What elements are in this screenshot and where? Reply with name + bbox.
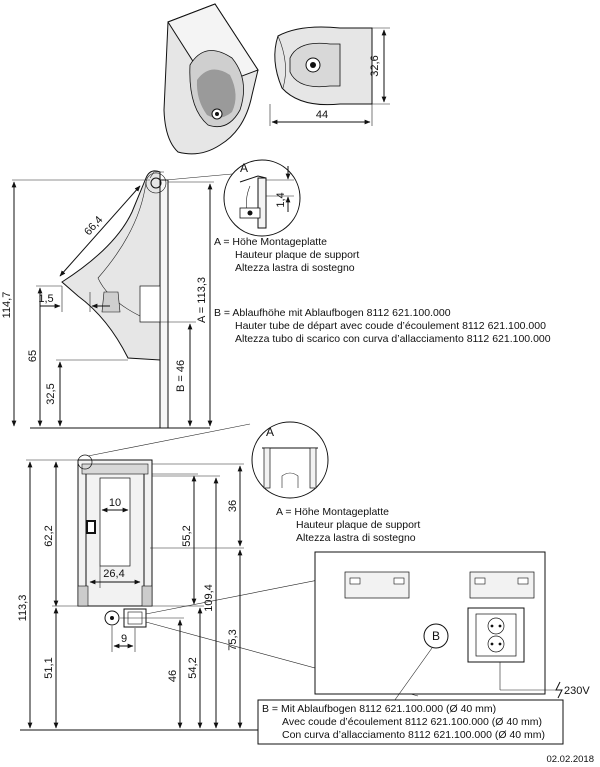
note-b-front-line-3: Con curva d’allacciamento 8112 621.100.0… xyxy=(282,729,545,741)
voltage-label: 230V xyxy=(564,685,590,697)
front-dim-622: 62,2 xyxy=(43,525,55,546)
side-detail-dim-label: 1,4 xyxy=(275,192,287,207)
front-dim-552: 55,2 xyxy=(181,525,193,546)
front-dim-10: 10 xyxy=(109,497,121,509)
note-b-front: B = Mit Ablaufbogen 8112 621.100.000 (Ø … xyxy=(257,699,564,745)
front-dim-36: 36 xyxy=(227,500,239,512)
note-b-drain: B = Ablaufhöhe mit Ablaufbogen 8112 621.… xyxy=(214,307,551,345)
top-depth-label: 32,6 xyxy=(369,55,381,76)
note-b-line-3: Altezza tubo di scarico con curva d’alla… xyxy=(235,333,551,345)
front-dim-1133: 113,3 xyxy=(17,595,29,622)
note-a-front-line-2: Hauteur plaque de support xyxy=(296,519,420,531)
side-detail-a: 1,4 A xyxy=(223,159,301,237)
note-a-top-line-2: Hauteur plaque de support xyxy=(235,249,359,261)
note-a-top: A = Höhe Montageplatte Hauteur plaque de… xyxy=(214,236,359,274)
side-total-height-label: 114,7 xyxy=(1,292,13,319)
side-diag-label: 66,4 xyxy=(82,214,105,238)
note-a-top-line-1: A = Höhe Montageplatte xyxy=(214,236,327,248)
front-dim-511: 51,1 xyxy=(43,657,55,678)
side-detail-letter: A xyxy=(240,161,248,175)
side-height-325-label: 32,5 xyxy=(45,383,57,404)
note-a-front-line-3: Altezza lastra di sostegno xyxy=(296,532,416,544)
front-dim-46: 46 xyxy=(167,670,179,682)
front-dim-9: 9 xyxy=(121,633,127,645)
front-dim-1094: 109,4 xyxy=(203,584,215,612)
front-dim-264: 26,4 xyxy=(103,568,124,580)
front-detail-a: A xyxy=(251,421,329,499)
side-gap-label: 1,5 xyxy=(38,293,53,305)
drawing-date: 02.02.2018 xyxy=(546,754,594,765)
front-dim-542: 54,2 xyxy=(187,657,199,678)
note-b-line-2: Hauter tube de départ avec coude d’écoul… xyxy=(235,320,546,332)
note-b-front-line-1: B = Mit Ablaufbogen 8112 621.100.000 (Ø … xyxy=(262,703,496,715)
side-height-65-label: 65 xyxy=(27,350,39,362)
front-detail-letter: A xyxy=(266,425,274,439)
note-a-top-line-3: Altezza lastra di sostegno xyxy=(235,262,355,274)
urinal-front-view: 113,3 62,2 51,1 10 26,4 9 46 55,2 54,2 xyxy=(17,423,421,731)
front-dim-753: 75,3 xyxy=(227,629,239,650)
top-width-label: 44 xyxy=(316,109,328,121)
urinal-iso-view xyxy=(163,3,259,155)
note-a-front-line-1: A = Höhe Montageplatte xyxy=(276,506,389,518)
detail-b-letter: B xyxy=(432,629,440,643)
urinal-side-view: 114,7 66,4 1,5 65 32,5 B = 46 A = 113,3 xyxy=(1,170,233,429)
detail-b-box: B 230V xyxy=(314,551,590,705)
side-b-height-label: B = 46 xyxy=(175,360,187,392)
urinal-top-view: 32,6 44 xyxy=(269,26,390,126)
note-b-line-1: B = Ablaufhöhe mit Ablaufbogen 8112 621.… xyxy=(214,307,451,319)
note-a-front: A = Höhe Montageplatte Hauteur plaque de… xyxy=(276,506,420,544)
note-b-front-line-2: Avec coude d’écoulement 8112 621.100.000… xyxy=(282,716,542,728)
side-a-height-label: A = 113,3 xyxy=(196,277,208,323)
